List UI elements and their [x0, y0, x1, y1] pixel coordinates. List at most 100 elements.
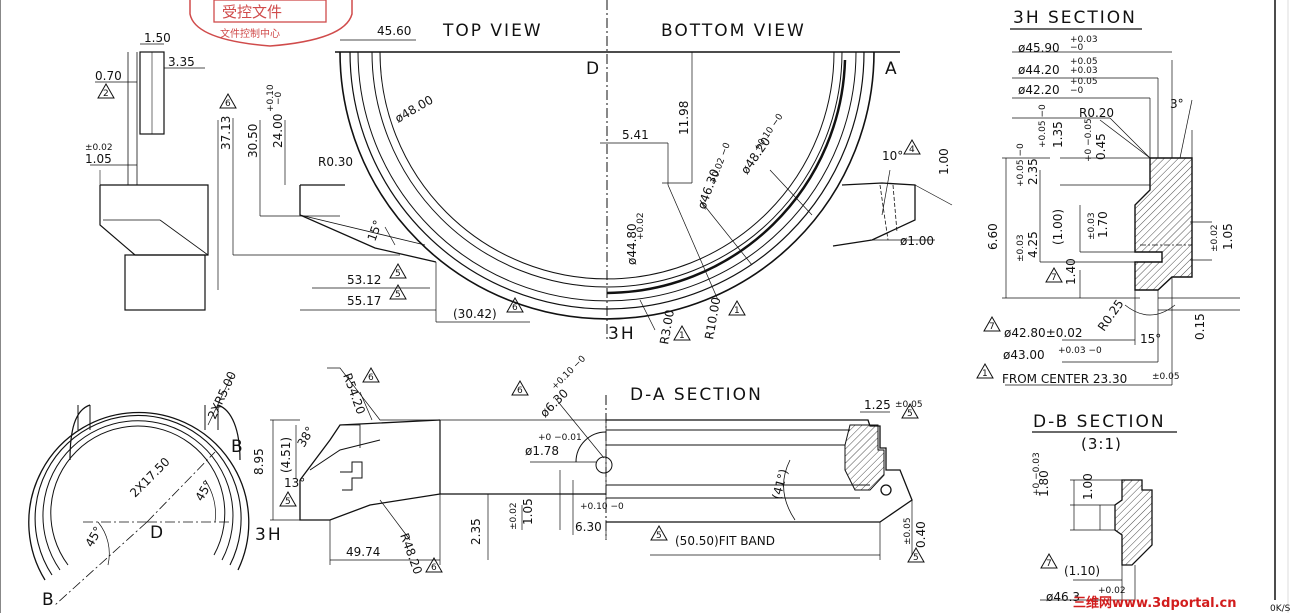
section-3h	[1002, 51, 1240, 386]
dim-d4560: 45.60	[377, 24, 411, 38]
dim-d2400: 24.00	[271, 114, 285, 148]
dim-d5312: 53.12	[347, 273, 381, 287]
dim-phi4300: ø43.00	[1003, 348, 1045, 362]
flag-number: 6	[431, 563, 437, 573]
dim-d105a: 1.05	[85, 152, 112, 166]
flag-number: 1	[734, 306, 740, 316]
flag-f6c: 6	[362, 366, 380, 383]
dim-d235b: 2.35	[469, 518, 483, 545]
dim-d451: (4.51)	[279, 437, 293, 473]
dim-a38: 38°	[294, 424, 317, 449]
dim-d630a: 6.30	[575, 520, 602, 534]
dim-a3: 3°	[1170, 97, 1184, 111]
flag-number: 1	[982, 369, 988, 379]
flag-triangle	[279, 490, 297, 507]
dim-d100b: (1.00)	[1051, 209, 1065, 245]
dim-d150: 1.50	[144, 31, 171, 45]
flag-f7a: 7	[983, 315, 1001, 332]
flag-f6b: 6	[506, 296, 524, 313]
dim-t4220m: −0	[1070, 86, 1084, 96]
flag-f5f: 5	[907, 546, 925, 563]
dial-view	[28, 374, 250, 606]
dim-tol005a: ±0.05	[895, 400, 923, 410]
dim-tol002c: ±0.02	[509, 502, 519, 530]
dim-d2x1750: 2X17.50	[127, 455, 172, 500]
dim-d105b: 1.05	[1221, 223, 1235, 250]
flag-triangle	[97, 82, 115, 99]
dim-d045: 0.45	[1094, 133, 1108, 160]
flag-triangle	[389, 262, 407, 279]
dim-t180: +0 −0.03	[1032, 452, 1042, 496]
dim-phi4280: ø42.80±0.02	[1004, 326, 1082, 340]
view-titles: TOP VIEW BOTTOM VIEW 3H SECTION D-A SECT…	[442, 8, 1166, 453]
flag-triangle	[389, 283, 407, 300]
flag-f5d: 5	[650, 524, 668, 541]
dim-phi4800: ø48.00	[393, 93, 436, 126]
flag-triangle	[728, 299, 746, 316]
dim-tol4630: +0.02 −0	[708, 141, 732, 186]
flag-number: 7	[989, 322, 995, 332]
dim-a10: 10°	[882, 149, 903, 163]
flag-triangle	[976, 362, 994, 379]
flag-number: 5	[285, 497, 291, 507]
flag-f5a: 5	[389, 262, 407, 279]
dim-fromcenter: FROM CENTER 23.30	[1002, 372, 1127, 386]
flag-number: 2	[103, 89, 109, 99]
title-section-da: D-A SECTION	[630, 385, 763, 405]
flag-number: 6	[512, 303, 518, 313]
flag-f6a: 6	[219, 92, 237, 109]
dim-t630b: +0.10 −0	[550, 354, 588, 392]
dim-d4974: 49.74	[346, 545, 380, 559]
dim-t4590m: −0	[1070, 43, 1084, 53]
control-stamp: 受控文件 文件控制中心	[189, 0, 353, 47]
stamp-line1: 受控文件	[222, 3, 282, 21]
dim-d541: 5.41	[622, 128, 649, 142]
dim-d105c: 1.05	[521, 498, 535, 525]
flag-f1a: 1	[728, 299, 746, 316]
dim-t045: +0 −0.05	[1084, 118, 1094, 162]
flag-number: 5	[395, 269, 401, 279]
dim-tol005b: ±0.05	[903, 517, 913, 545]
title-section-db: D-B SECTION	[1033, 412, 1166, 432]
dim-tolfc: ±0.05	[1152, 372, 1180, 382]
dim-t4420p: +0.05	[1070, 57, 1098, 67]
marker-3h-dial: 3H	[255, 525, 283, 545]
stamp-line2: 文件控制中心	[220, 27, 280, 40]
flag-number: 7	[1051, 273, 1057, 283]
dim-tol4480: +0.02	[636, 212, 646, 240]
dim-d125: 1.25	[864, 398, 891, 412]
profile-view	[90, 43, 209, 311]
dim-tol630: +0.10 −0	[580, 502, 624, 512]
flag-triangle	[506, 296, 524, 313]
dim-r025: R0.25	[1095, 297, 1127, 334]
marker-a: A	[885, 59, 899, 79]
dim-d3713: 37.13	[219, 116, 233, 150]
flag-f4: 4	[903, 138, 921, 155]
flag-number: 5	[656, 531, 662, 541]
dim-d1198: 11.98	[677, 101, 691, 135]
watermark-text: 三维网www.3dportal.cn	[1073, 595, 1236, 611]
flag-number: 4	[909, 145, 915, 155]
dim-fitband: (50.50)FIT BAND	[675, 534, 775, 548]
dim-d425: 4.25	[1026, 231, 1040, 258]
dim-d180: 1.80	[1037, 470, 1051, 497]
dim-t4220p: +0.05	[1070, 77, 1098, 87]
flag-f6e: 6	[511, 379, 529, 396]
dim-d235a: 2.35	[1026, 158, 1040, 185]
flag-f7c: 7	[1040, 552, 1058, 569]
flag-triangle	[903, 138, 921, 155]
flag-triangle	[425, 556, 443, 573]
flag-triangle	[1040, 552, 1058, 569]
dim-t4300: +0.03 −0	[1058, 346, 1102, 356]
marker-b-upper: B	[231, 437, 245, 457]
dim-d3042: (30.42)	[453, 307, 497, 321]
view-markers: D A 3H 3H B B D	[42, 59, 899, 610]
dim-d135: 1.35	[1051, 121, 1065, 148]
flag-number: 5	[395, 290, 401, 300]
section-db	[1040, 479, 1153, 601]
scale-section-db: (3:1)	[1081, 435, 1122, 453]
flag-number: 1	[679, 331, 685, 341]
dim-tol003b: ±0.03	[1087, 212, 1097, 240]
